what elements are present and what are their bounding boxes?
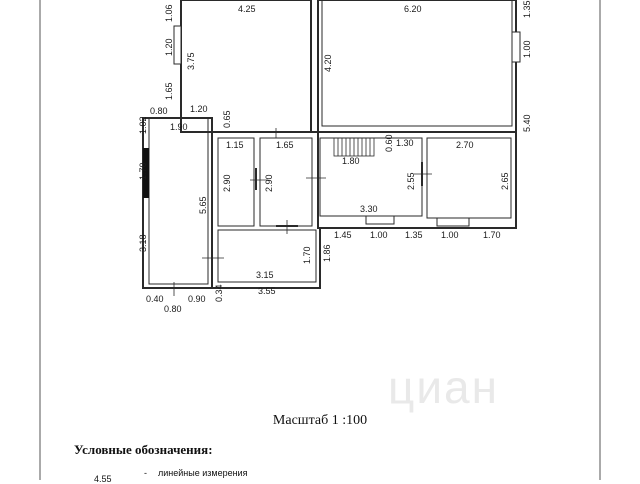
room-right [426, 137, 512, 219]
dim-hall-width: 3.30 [360, 204, 378, 214]
watermark-logo: циан [388, 361, 500, 413]
scale-label: Масштаб 1 :100 [272, 413, 368, 428]
legend-desc: линейные измерения [158, 468, 248, 478]
window-right-upper [511, 31, 521, 63]
dim-right-room-width: 2.70 [456, 140, 474, 150]
legend-sample: 4.55 [94, 474, 112, 484]
dim-lower-room-width: 3.15 [256, 270, 274, 280]
dim-bottom-seg-4: 1.00 [441, 230, 459, 240]
dim-wc-height: 2.90 [264, 174, 274, 192]
dim-stairs-small: 0.60 [384, 134, 394, 152]
dim-bottom-seg-2: 1.00 [370, 230, 388, 240]
dim-small-034: 0.34 [214, 284, 224, 302]
dim-lower-outer: 1.86 [322, 244, 332, 262]
dim-corr-a: 0.80 [150, 106, 168, 116]
dim-stairs-width: 1.80 [342, 156, 360, 166]
dim-right-room-height: 2.65 [500, 172, 510, 190]
dim-hall-height: 2.55 [406, 172, 416, 190]
right-block-outline [318, 131, 517, 229]
room-bath [217, 137, 255, 227]
dim-top-left-height: 3.75 [186, 52, 196, 70]
dim-corr-b: 1.20 [190, 104, 208, 114]
stairs [333, 137, 375, 157]
room-top-right-inner [321, 0, 513, 127]
dim-stairs-top: 1.30 [396, 138, 414, 148]
dim-bottom-seg-5: 1.70 [483, 230, 501, 240]
legend-title: Условные обозначения: [74, 442, 213, 457]
dim-corr-c: 0.65 [222, 110, 232, 128]
dim-left-top-offset: 1.02 [138, 116, 148, 134]
window-left-long [143, 148, 149, 198]
dim-outer-bottom-width: 3.55 [258, 286, 276, 296]
door-marks [163, 128, 432, 296]
window-left-upper [173, 25, 182, 65]
dim-bath-height: 2.90 [222, 174, 232, 192]
dim-right-seg-top: 1.35 [522, 0, 532, 18]
dim-left-room-length: 5.65 [198, 196, 208, 214]
dim-lower-room-height: 1.70 [302, 246, 312, 264]
window-bottom-right [436, 217, 470, 227]
dim-left-window-len: 1.70 [138, 162, 148, 180]
dim-left-window: 1.20 [164, 38, 174, 56]
room-lower [217, 229, 317, 283]
dim-bot-left-090: 0.90 [188, 294, 206, 304]
dim-right-side-total: 5.40 [522, 114, 532, 132]
window-bottom-hall [365, 215, 395, 225]
dim-left-bottom-seg: 3.18 [138, 234, 148, 252]
dim-right-window: 1.00 [522, 40, 532, 58]
dim-bottom-seg-3: 1.35 [405, 230, 423, 240]
dim-top-right-height: 4.20 [323, 54, 333, 72]
room-top-right [317, 0, 517, 133]
dim-bot-left-080: 0.80 [164, 304, 182, 314]
dim-left-room-width: 1.90 [170, 122, 188, 132]
dim-bot-left-040: 0.40 [146, 294, 164, 304]
room-left-long-inner [148, 117, 209, 285]
dim-bath-width: 1.15 [226, 140, 244, 150]
dim-top-right-width: 6.20 [404, 4, 422, 14]
legend-dash: - [144, 468, 147, 478]
dim-bottom-seg-1: 1.45 [334, 230, 352, 240]
dim-left-seg-bottom: 1.65 [164, 82, 174, 100]
dim-left-seg-top: 1.06 [164, 4, 174, 22]
dim-wc-width: 1.65 [276, 140, 294, 150]
dim-top-left-width: 4.25 [238, 4, 256, 14]
